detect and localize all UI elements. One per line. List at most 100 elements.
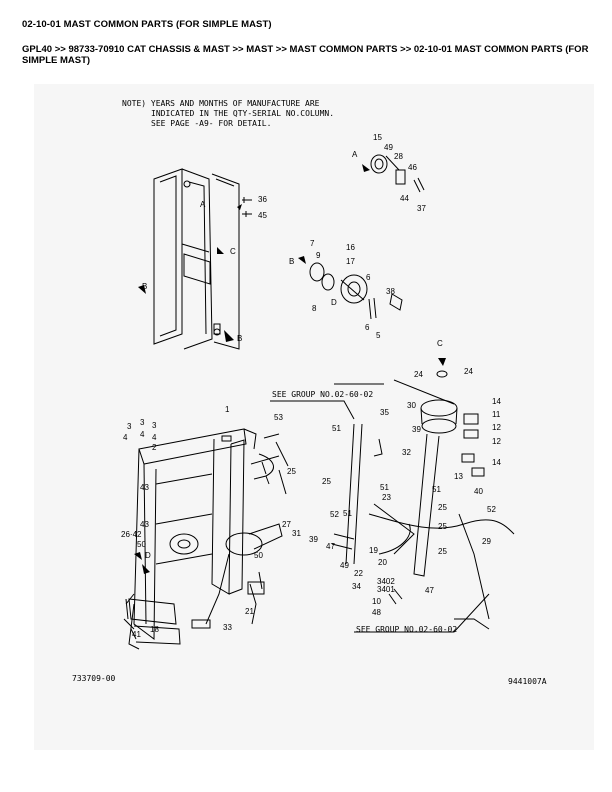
breadcrumb: GPL40 >> 98733-70910 CAT CHASSIS & MAST … [22,44,589,66]
svg-text:C: C [230,247,236,256]
svg-text:3401: 3401 [377,585,395,594]
svg-text:D: D [145,551,151,560]
svg-text:16: 16 [346,243,355,252]
svg-text:52: 52 [330,510,339,519]
svg-text:51: 51 [432,485,441,494]
svg-text:15: 15 [373,133,382,142]
svg-text:A: A [200,200,206,209]
lift-cylinder-drawing [413,370,485,577]
inner-mast-drawing [123,428,289,650]
svg-text:33: 33 [223,623,232,632]
svg-text:17: 17 [346,257,355,266]
mast-upright-drawing [153,168,240,350]
svg-text:3: 3 [140,418,145,427]
svg-text:C: C [437,339,443,348]
svg-text:4: 4 [140,430,145,439]
svg-text:53: 53 [274,413,283,422]
svg-text:25: 25 [438,503,447,512]
note-line-2: INDICATED IN THE QTY-SERIAL NO.COLUMN. [151,109,335,118]
direction-arrows [134,164,446,574]
svg-text:26·42: 26·42 [121,530,142,539]
page-title: 02-10-01 MAST COMMON PARTS (FOR SIMPLE M… [22,19,272,30]
svg-text:10: 10 [372,597,381,606]
svg-text:5: 5 [376,331,381,340]
svg-text:51: 51 [380,483,389,492]
svg-text:25: 25 [438,522,447,531]
svg-text:38: 38 [386,287,395,296]
svg-text:D: D [331,298,337,307]
roller-assembly-A [370,154,425,193]
svg-text:4: 4 [152,433,157,442]
svg-text:49: 49 [384,143,393,152]
manufacture-note: NOTE) YEARS AND MONTHS OF MANUFACTURE AR… [122,99,334,129]
svg-text:39: 39 [309,535,318,544]
svg-text:29: 29 [482,537,491,546]
svg-text:50: 50 [137,540,146,549]
svg-text:3: 3 [152,421,157,430]
slide-plates-drawing [128,598,211,645]
svg-text:23: 23 [382,493,391,502]
svg-text:25: 25 [287,467,296,476]
svg-text:48: 48 [372,608,381,617]
svg-text:12: 12 [492,423,501,432]
svg-text:31: 31 [292,529,301,538]
svg-text:43: 43 [140,520,149,529]
svg-text:11: 11 [492,410,501,419]
chain-hose-drawing [331,383,515,630]
svg-text:6: 6 [366,273,371,282]
svg-text:A: A [352,150,358,159]
svg-text:21: 21 [245,607,254,616]
svg-text:39: 39 [412,425,421,434]
svg-text:44: 44 [400,194,409,203]
svg-text:22: 22 [354,569,363,578]
svg-text:46: 46 [408,163,417,172]
svg-text:24: 24 [414,370,423,379]
svg-text:6: 6 [365,323,370,332]
svg-text:49: 49 [340,561,349,570]
svg-text:25: 25 [322,477,331,486]
svg-text:14: 14 [492,458,501,467]
svg-text:14: 14 [492,397,501,406]
svg-text:B: B [237,334,242,343]
svg-text:13: 13 [454,472,463,481]
svg-text:19: 19 [369,546,378,555]
svg-text:18: 18 [150,625,159,634]
svg-text:35: 35 [380,408,389,417]
svg-text:37: 37 [417,204,426,213]
svg-text:3402: 3402 [377,577,395,586]
svg-text:2: 2 [152,443,157,452]
svg-text:34: 34 [352,582,361,591]
note-line-3: SEE PAGE -A9- FOR DETAIL. [151,119,272,128]
see-group-reference-bottom: SEE GROUP NO.02-60-02 [356,625,458,634]
svg-text:1: 1 [225,405,230,414]
svg-text:4: 4 [123,433,128,442]
see-group-reference-top: SEE GROUP NO.02-60-02 [272,390,374,399]
svg-text:8: 8 [312,304,317,313]
svg-text:B: B [289,257,294,266]
page-code: 9441007A [508,677,547,686]
svg-text:25: 25 [438,547,447,556]
svg-text:41: 41 [132,630,141,639]
note-line-1: NOTE) YEARS AND MONTHS OF MANUFACTURE AR… [122,99,320,108]
svg-text:9: 9 [316,251,321,260]
svg-text:43: 43 [140,483,149,492]
svg-text:B: B [142,282,147,291]
svg-text:45: 45 [258,211,267,220]
svg-text:40: 40 [474,487,483,496]
svg-text:51: 51 [343,509,352,518]
drawing-code: 733709-00 [72,674,116,683]
svg-text:36: 36 [258,195,267,204]
svg-text:24: 24 [464,367,473,376]
svg-text:20: 20 [378,558,387,567]
svg-text:47: 47 [425,586,434,595]
svg-text:51: 51 [332,424,341,433]
roller-assembly-B [309,262,403,320]
svg-text:12: 12 [492,437,501,446]
svg-text:47: 47 [326,542,335,551]
svg-text:3: 3 [127,422,132,431]
svg-text:30: 30 [407,401,416,410]
svg-text:32: 32 [402,448,411,457]
svg-text:28: 28 [394,152,403,161]
